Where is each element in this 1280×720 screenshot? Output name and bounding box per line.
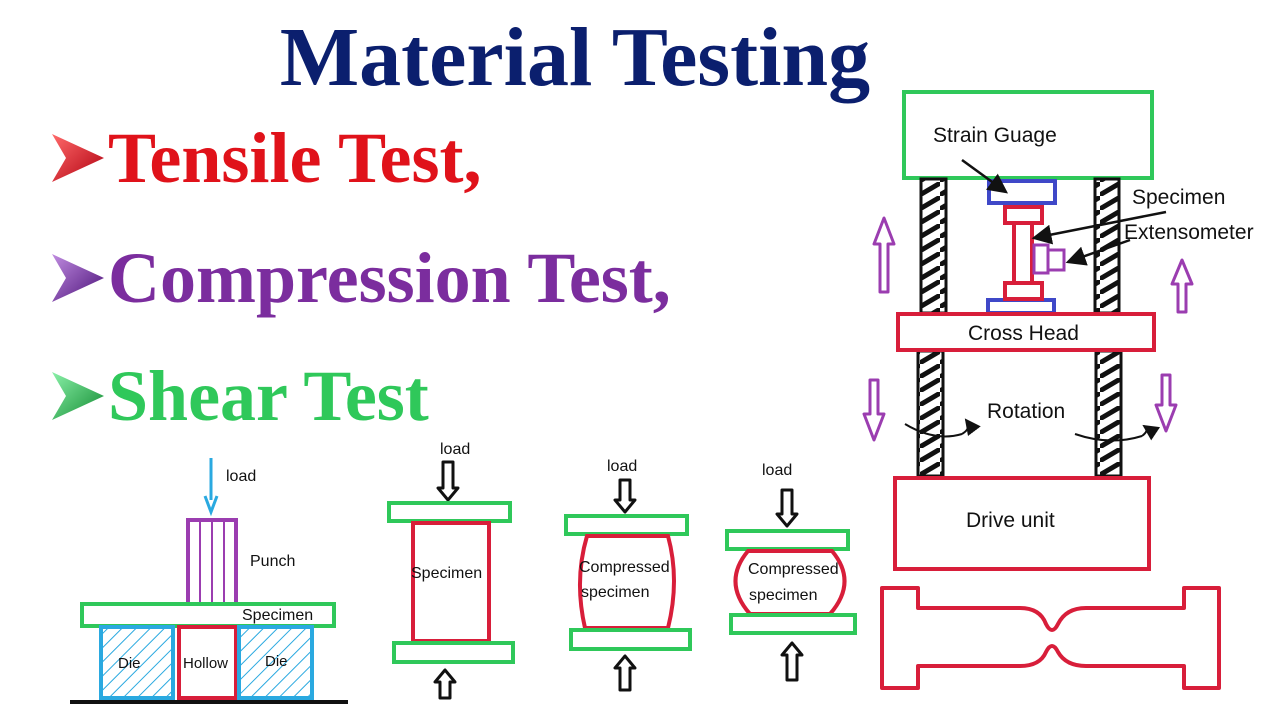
bottom-plate — [729, 613, 857, 635]
rotation-label: Rotation — [987, 400, 1065, 423]
hollow-label: Hollow — [183, 655, 228, 672]
specimen-label-line2: specimen — [749, 587, 817, 604]
down-arrow-icon — [862, 378, 886, 442]
load-arrow-icon — [203, 458, 219, 517]
punch — [186, 518, 238, 606]
down-arrow-icon — [775, 488, 799, 528]
specimen-label: Specimen — [1132, 186, 1225, 209]
specimen-label-line1: Compressed — [579, 559, 670, 576]
cross-head — [896, 312, 1156, 352]
arrow-bullet-icon — [52, 372, 104, 420]
up-arrow-icon — [780, 641, 804, 682]
lower-grip — [986, 298, 1056, 315]
down-arrow-icon — [1154, 373, 1178, 433]
die-left — [99, 625, 175, 700]
bullet-compression-test: Compression Test, — [50, 238, 671, 318]
shear-test-diagram: load Punch Specimen Die Hollow Die — [70, 458, 348, 704]
specimen-label-line1: Compressed — [748, 561, 839, 578]
compression-panel-compressed-1: load Compressed specimen — [564, 458, 692, 692]
drive-unit — [893, 476, 1151, 571]
down-arrow-icon — [436, 460, 460, 502]
bottom-plate — [569, 628, 692, 651]
compression-load-label: load — [762, 462, 792, 479]
cross-head-label: Cross Head — [968, 322, 1079, 345]
tensile-specimen — [1003, 205, 1044, 301]
die-left-label: Die — [118, 655, 141, 672]
utm-diagram: Strain Guage Specimen Extensometer Cross… — [862, 90, 1254, 690]
bottom-plate — [392, 641, 515, 664]
arrow-bullet-icon — [52, 254, 104, 302]
die-right — [237, 625, 314, 700]
drive-unit-label: Drive unit — [966, 509, 1055, 532]
compression-panel-specimen: load Specimen — [387, 441, 515, 700]
rotation-arrow-icon — [1074, 424, 1161, 442]
extensometer-pointer — [1065, 238, 1131, 266]
strain-gauge-pointer — [961, 158, 1009, 194]
dog-bone-specimen — [880, 586, 1221, 690]
specimen-label-line2: specimen — [581, 584, 649, 601]
specimen-label: Specimen — [411, 565, 482, 582]
up-arrow-icon — [1170, 258, 1194, 314]
top-plate — [725, 529, 850, 551]
top-frame — [902, 90, 1154, 180]
specimen-pointer — [1031, 210, 1167, 245]
rotation-arrow-icon — [904, 418, 981, 438]
die-right-label: Die — [265, 653, 288, 670]
screw-column-left-upper — [919, 177, 948, 315]
top-plate — [564, 514, 689, 536]
bullet-shear-test: Shear Test — [50, 356, 429, 436]
bullet-label: Tensile Test, — [108, 118, 482, 198]
punch-label: Punch — [250, 553, 295, 570]
down-arrow-icon — [613, 478, 637, 514]
specimen-body — [411, 521, 491, 643]
compression-load-label: load — [440, 441, 470, 458]
shear-load-label: load — [226, 468, 256, 485]
bullet-label: Shear Test — [108, 356, 429, 436]
compression-load-label: load — [607, 458, 637, 475]
extensometer-label: Extensometer — [1124, 221, 1254, 244]
upper-grip — [987, 179, 1057, 205]
up-arrow-icon — [433, 668, 457, 700]
top-plate — [387, 501, 512, 523]
compression-panel-compressed-2: load Compressed specimen — [725, 462, 857, 682]
hollow — [177, 625, 238, 700]
specimen-body — [578, 534, 676, 630]
screw-column-left-lower — [916, 349, 945, 478]
screw-column-right-lower — [1094, 349, 1123, 478]
shear-specimen-label: Specimen — [242, 607, 313, 624]
page-title: Material Testing — [279, 11, 871, 104]
strain-gauge-label: Strain Guage — [933, 124, 1057, 147]
up-arrow-icon — [613, 654, 637, 692]
extensometer — [1032, 243, 1066, 275]
bullet-label: Compression Test, — [108, 238, 671, 318]
bullet-tensile-test: Tensile Test, — [50, 118, 481, 198]
up-arrow-icon — [872, 216, 896, 294]
arrow-bullet-icon — [52, 134, 104, 182]
